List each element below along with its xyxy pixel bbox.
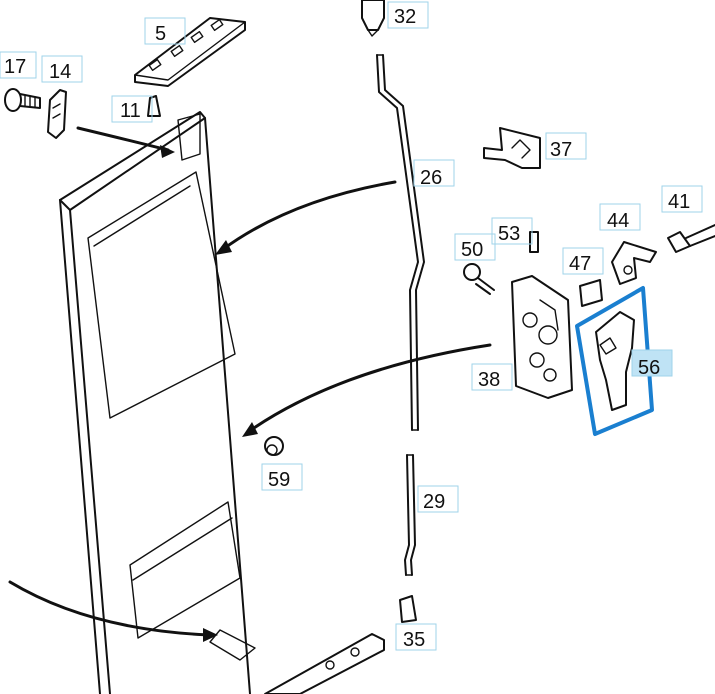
svg-text:5: 5 <box>155 23 166 45</box>
callouts: 5 32 17 14 11 37 26 44 41 53 50 47 56 38… <box>0 1 703 651</box>
assembly-arrows <box>8 126 492 642</box>
part-47-nut <box>579 279 603 307</box>
callout-14: 14 <box>41 55 83 83</box>
highlight-frame <box>575 286 654 436</box>
part-26-upper-rod <box>376 54 425 431</box>
part-41-bolt <box>667 224 715 253</box>
lower-hinge-strip <box>264 633 385 694</box>
svg-text:59: 59 <box>268 469 290 491</box>
part-56-handle <box>595 311 635 411</box>
svg-text:44: 44 <box>607 210 629 232</box>
svg-text:50: 50 <box>461 239 483 261</box>
svg-text:53: 53 <box>498 223 520 245</box>
svg-text:35: 35 <box>403 629 425 651</box>
part-38-lock <box>511 275 573 399</box>
callout-53: 53 <box>491 217 533 245</box>
svg-text:14: 14 <box>49 61 71 83</box>
callout-29: 29 <box>417 485 459 513</box>
part-29-lower-rod <box>404 454 416 576</box>
part-32-clip <box>361 0 385 37</box>
callout-47: 47 <box>562 247 604 275</box>
svg-text:56: 56 <box>638 357 660 379</box>
part-59-grommet <box>264 436 284 456</box>
callout-38: 38 <box>471 363 513 391</box>
part-11-clip <box>147 95 161 117</box>
callout-11: 11 <box>111 95 153 123</box>
callout-59: 59 <box>261 463 303 491</box>
part-5-hinge-plate <box>134 17 246 87</box>
callout-56: 56 <box>631 349 673 379</box>
svg-text:11: 11 <box>120 100 141 122</box>
callout-37: 37 <box>545 132 587 161</box>
door-panel <box>59 111 256 694</box>
svg-text:38: 38 <box>478 369 500 391</box>
callout-17: 17 <box>0 51 37 79</box>
svg-text:41: 41 <box>668 191 690 213</box>
callout-26: 26 <box>413 159 455 189</box>
part-37-bracket <box>483 127 541 169</box>
callout-32: 32 <box>387 1 429 29</box>
svg-text:17: 17 <box>4 56 26 78</box>
arrow-to-upper-hinge <box>76 126 170 152</box>
part-53-pin <box>529 231 539 253</box>
svg-text:47: 47 <box>569 253 591 275</box>
part-35-clip <box>399 595 417 623</box>
svg-text:37: 37 <box>550 139 572 161</box>
arrow-lock-to-door <box>246 343 492 434</box>
callout-44: 44 <box>599 203 641 232</box>
part-14-bracket <box>47 89 67 139</box>
part-50-screw <box>463 263 495 295</box>
callout-35: 35 <box>395 623 437 651</box>
arrow-lower-to-door <box>8 580 212 637</box>
svg-text:32: 32 <box>394 6 416 28</box>
part-17-bolt <box>4 88 41 112</box>
callout-5: 5 <box>144 17 186 45</box>
svg-text:26: 26 <box>420 167 442 189</box>
callout-41: 41 <box>661 185 703 213</box>
part-44-bracket <box>611 241 657 285</box>
callout-50: 50 <box>454 233 496 261</box>
svg-text:29: 29 <box>423 491 445 513</box>
arrow-rod26-to-door <box>220 180 397 252</box>
